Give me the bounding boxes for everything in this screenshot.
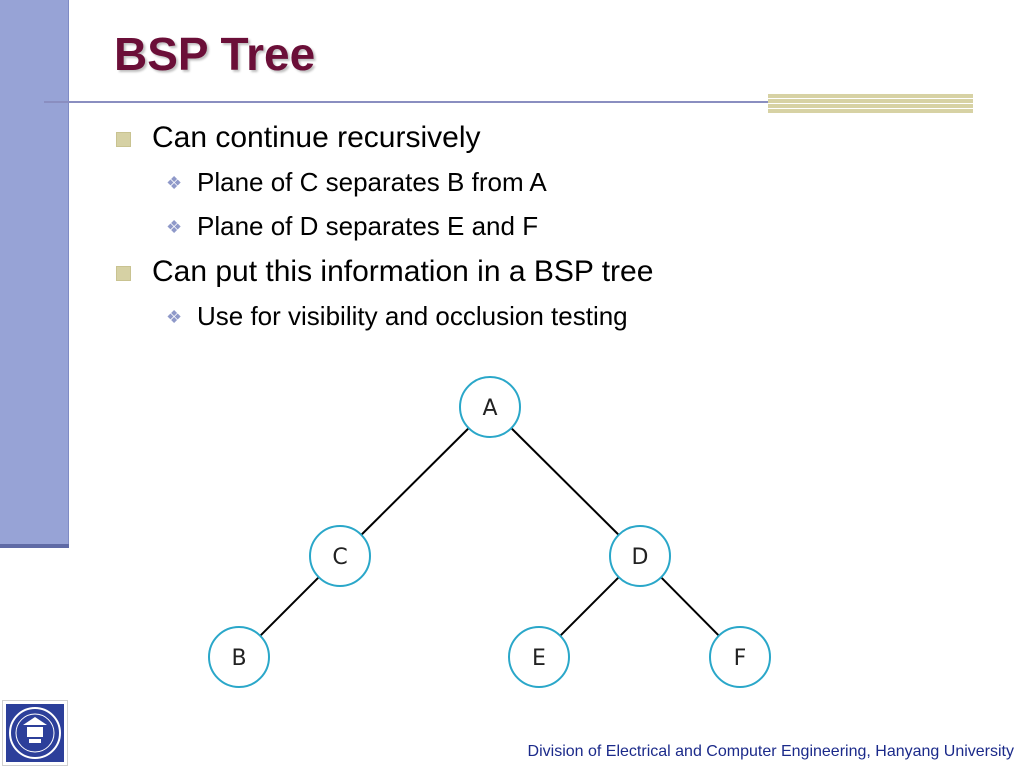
- slide-title: BSP Tree: [114, 28, 316, 80]
- sub-bullet-text: Plane of D separates E and F: [197, 211, 539, 241]
- tree-node-circle: [609, 525, 671, 587]
- tree-node-label: F: [734, 646, 747, 671]
- tree-node-label: E: [532, 646, 546, 671]
- sub-bullet-text: Use for visibility and occlusion testing: [197, 301, 628, 331]
- tree-node-label: D: [632, 545, 649, 570]
- tree-node-circle: [208, 626, 270, 688]
- tree-node-F: F: [709, 626, 771, 688]
- tree-node-B: B: [208, 626, 270, 688]
- sub-bullet-item-2-1: ❖ Use for visibility and occlusion testi…: [112, 296, 982, 336]
- tree-edge-C-B: [259, 576, 320, 637]
- tree-node-C: C: [309, 525, 371, 587]
- tree-edge-D-E: [559, 576, 620, 637]
- tree-nodes: A C D B E F: [208, 376, 771, 688]
- tree-node-A: A: [459, 376, 521, 438]
- diamond-bullet-icon: ❖: [166, 173, 183, 193]
- square-bullet-icon: [116, 266, 131, 281]
- left-side-bar: [0, 0, 69, 546]
- bullet-text: Can put this information in a BSP tree: [152, 255, 654, 288]
- sub-bullet-item-1-2: ❖ Plane of D separates E and F: [112, 206, 982, 246]
- bullet-item-2: Can put this information in a BSP tree: [112, 252, 982, 292]
- tree-node-circle: [709, 626, 771, 688]
- tree-node-label: A: [482, 396, 497, 421]
- tree-edge-A-D: [510, 427, 620, 536]
- title-divider: [44, 101, 972, 103]
- tree-node-label: B: [231, 646, 246, 671]
- bullet-text: Can continue recursively: [152, 121, 481, 154]
- bullet-item-1: Can continue recursively: [112, 118, 982, 158]
- bullet-list: Can continue recursively ❖ Plane of C se…: [112, 118, 982, 336]
- diamond-bullet-icon: ❖: [166, 307, 183, 327]
- diamond-bullet-icon: ❖: [166, 217, 183, 237]
- left-bar-rule: [0, 544, 69, 548]
- footer-text: Division of Electrical and Computer Engi…: [527, 743, 1014, 760]
- sub-bullet-text: Plane of C separates B from A: [197, 167, 547, 197]
- tree-node-circle: [459, 376, 521, 438]
- square-bullet-icon: [116, 132, 131, 147]
- tree-node-circle: [309, 525, 371, 587]
- university-seal-icon: [2, 700, 68, 766]
- tree-edge-D-F: [660, 576, 720, 637]
- tree-node-E: E: [508, 626, 570, 688]
- tree-node-circle: [508, 626, 570, 688]
- sub-bullet-item-1-1: ❖ Plane of C separates B from A: [112, 162, 982, 202]
- tree-edges: [259, 427, 720, 637]
- title-accent-stripes: [768, 94, 973, 114]
- tree-node-label: C: [332, 545, 347, 570]
- tree-edge-A-C: [360, 427, 470, 536]
- tree-node-D: D: [609, 525, 671, 587]
